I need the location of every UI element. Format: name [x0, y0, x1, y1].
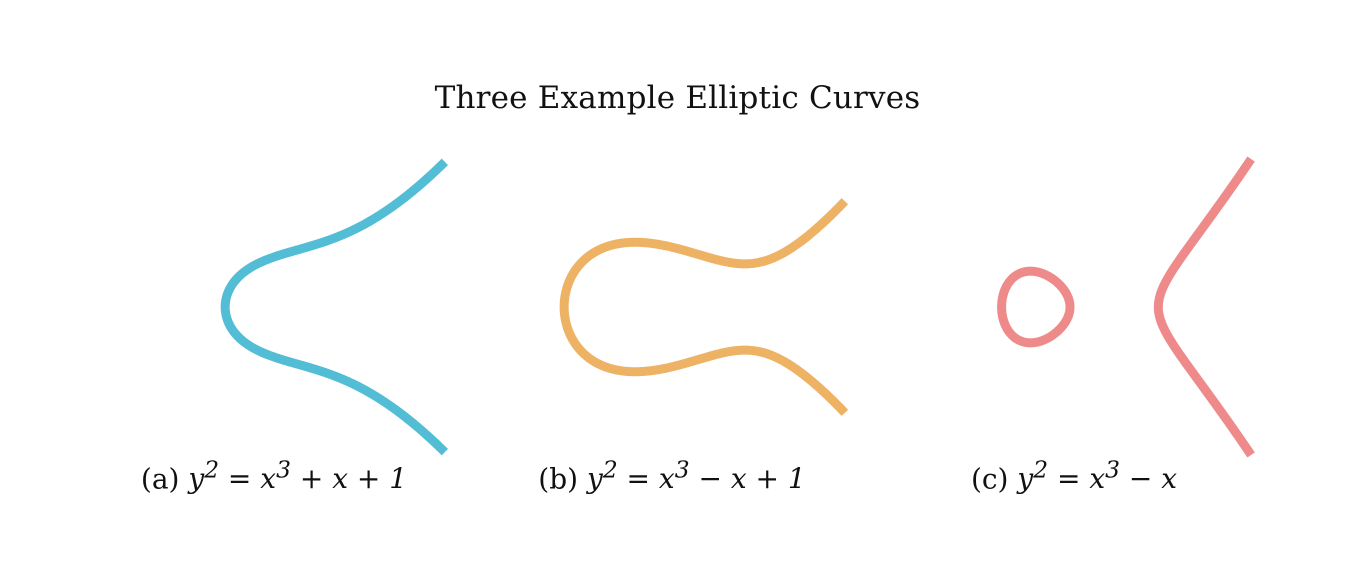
caption-a-equation: y2 = x3 + x + 1 [188, 456, 408, 496]
caption-c: (c) y2 = x3 − x [864, 456, 1284, 495]
curve-a [220, 158, 449, 456]
curve-panel-c [997, 155, 1255, 459]
curve-panel-b [559, 198, 849, 416]
figure-title: Three Example Elliptic Curves [434, 80, 921, 116]
caption-c-equation: y2 = x3 − x [1017, 456, 1178, 496]
caption-b-equation: y2 = x3 − x + 1 [586, 456, 806, 496]
caption-c-tag: (c) [970, 462, 1009, 496]
caption-b: (b) y2 = x3 − x + 1 [462, 456, 882, 495]
caption-a: (a) y2 = x3 + x + 1 [64, 456, 484, 495]
curve-b [559, 198, 849, 416]
caption-b-tag: (b) [538, 462, 579, 496]
curve-c-oval [997, 266, 1075, 348]
caption-a-tag: (a) [140, 462, 180, 496]
curve-c-branch [1153, 155, 1255, 459]
curve-panel-a [220, 158, 449, 456]
